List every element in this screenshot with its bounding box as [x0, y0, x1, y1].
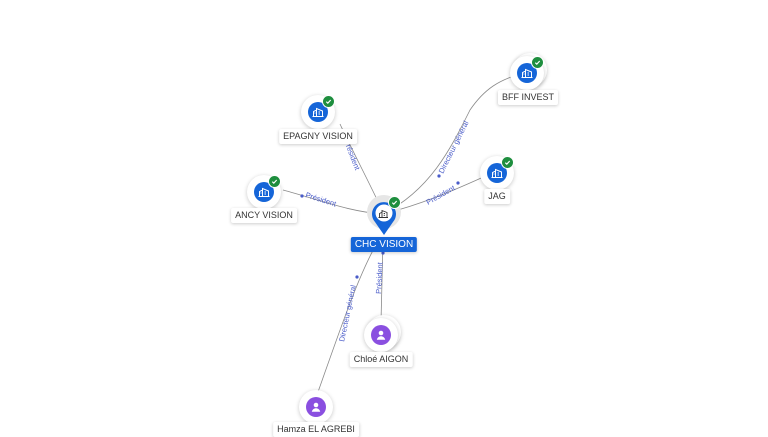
verified-check-icon	[268, 175, 281, 188]
verified-check-icon	[501, 156, 514, 169]
node-chc-vision[interactable]	[366, 194, 402, 238]
person-icon	[306, 397, 326, 417]
verified-check-icon	[388, 196, 401, 209]
building-icon	[487, 163, 507, 183]
node-label-chc-vision[interactable]: CHC VISION	[350, 237, 418, 252]
node-label-epagny-vision[interactable]: EPAGNY VISION	[279, 129, 357, 144]
edge-hamza: Directeur général	[317, 237, 381, 393]
person-icon	[371, 325, 391, 345]
verified-check-icon	[531, 56, 544, 69]
node-hamza-el-agrebi[interactable]	[299, 390, 333, 424]
edge-label-chloe: Président	[374, 261, 385, 294]
node-jag[interactable]	[480, 156, 514, 190]
node-bff-invest[interactable]	[510, 53, 547, 90]
building-icon	[517, 63, 537, 83]
edge-label-jag: Président	[425, 183, 458, 207]
edge-chloe: Président	[374, 239, 385, 323]
verified-check-icon	[322, 95, 335, 108]
edge-label-bff: Directeur général	[437, 119, 471, 175]
node-chloe-aigon[interactable]	[364, 315, 401, 352]
building-icon	[254, 182, 274, 202]
building-icon	[308, 102, 328, 122]
edge-label-hamza: Directeur général	[337, 284, 358, 343]
node-label-jag[interactable]: JAG	[484, 189, 510, 204]
node-label-bff-invest[interactable]: BFF INVEST	[497, 90, 559, 105]
node-label-chloe-aigon[interactable]: Chloé AIGON	[349, 352, 413, 367]
edge-label-ancy: Président	[304, 190, 338, 208]
node-label-hamza-el-agrebi[interactable]: Hamza EL AGREBI	[273, 422, 359, 437]
node-epagny-vision[interactable]	[301, 95, 335, 129]
node-ancy-vision[interactable]	[247, 175, 281, 209]
node-label-ancy-vision[interactable]: ANCY VISION	[231, 208, 297, 223]
